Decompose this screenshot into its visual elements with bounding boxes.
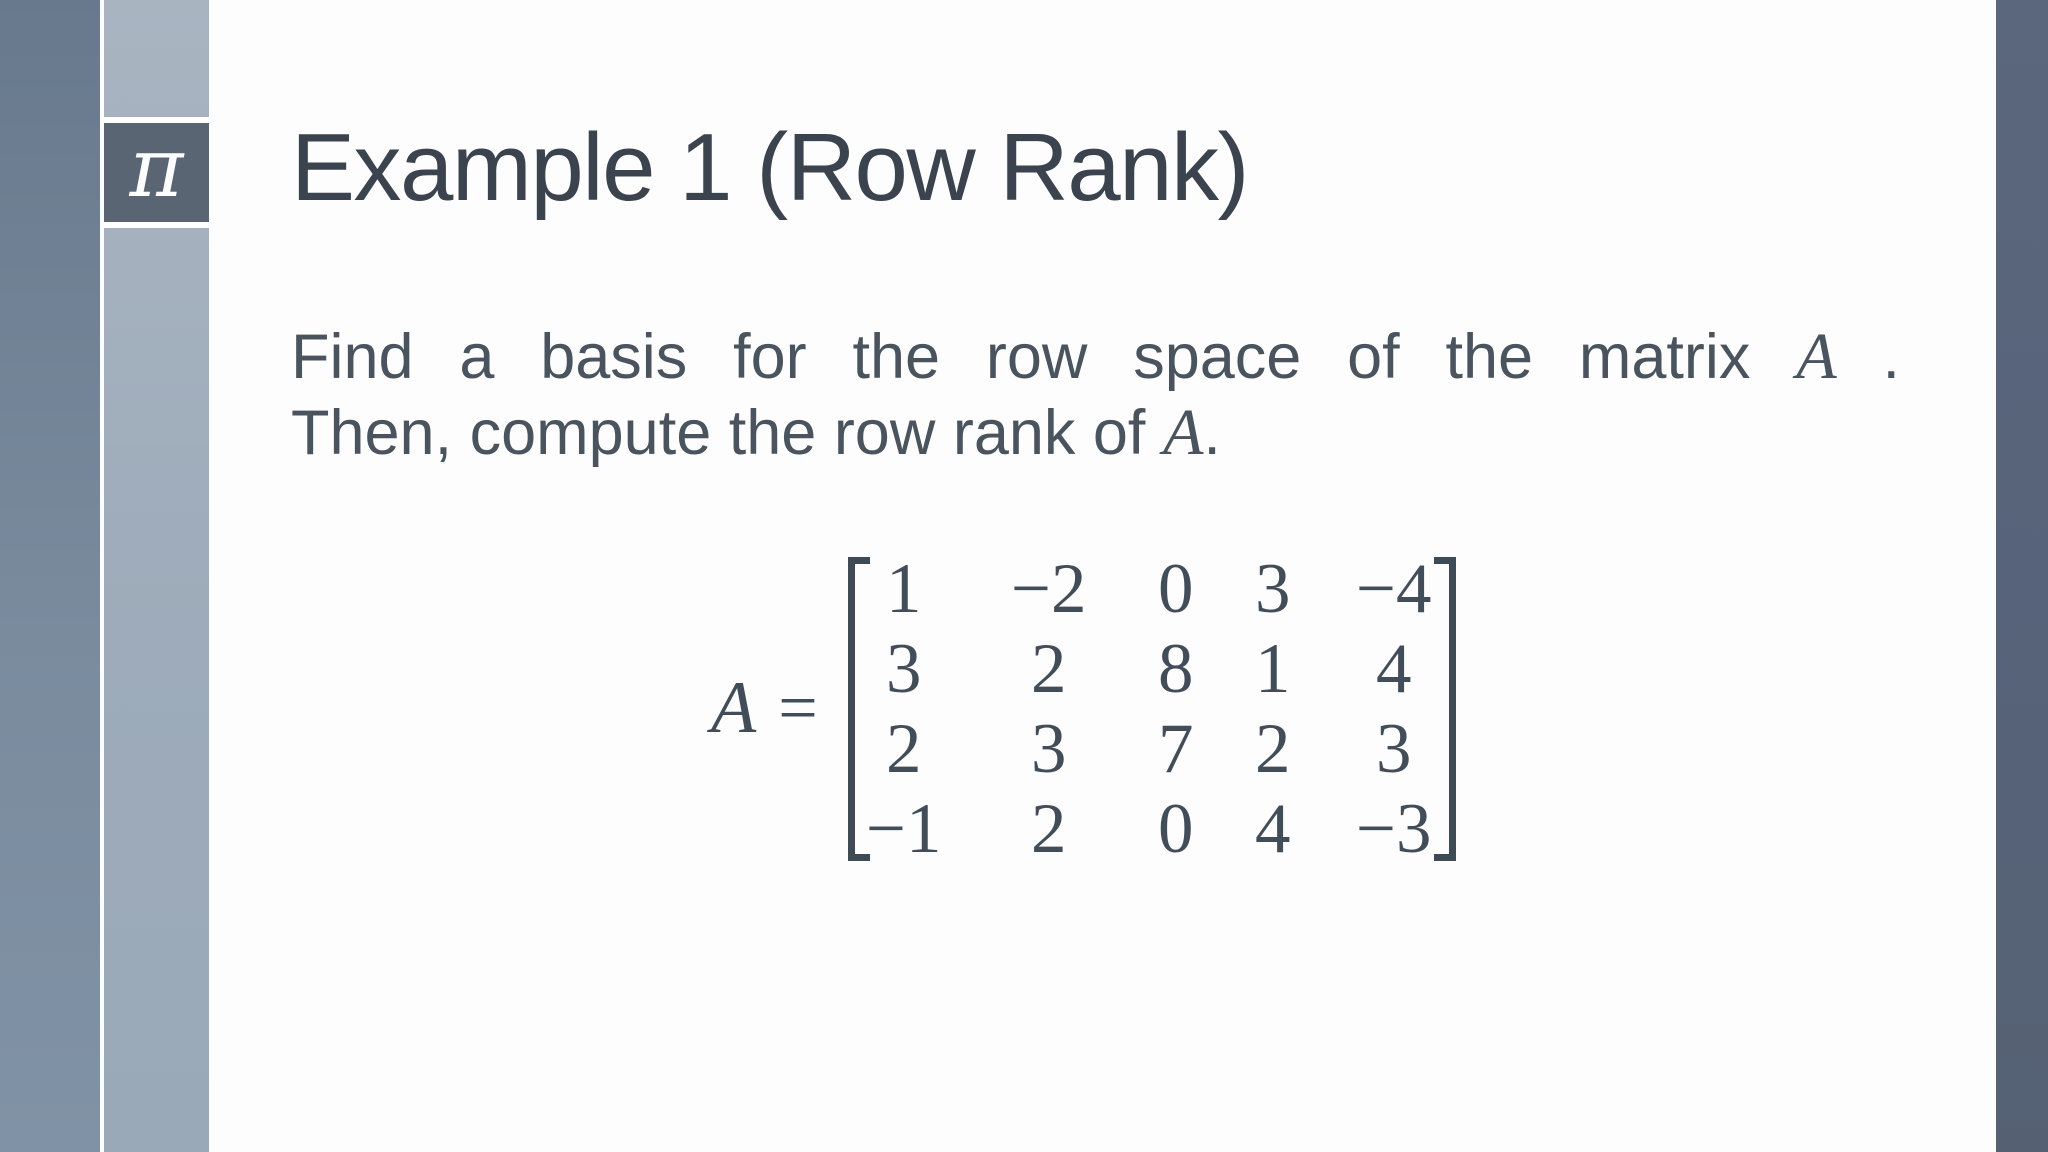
matrix-left-bracket (847, 556, 870, 861)
logo-box: π (104, 117, 209, 228)
matrix-cell-r3c2: 3 (1030, 709, 1067, 788)
slide-title: Example 1 (Row Rank) (291, 114, 1250, 221)
matrix-cell-r2c5: 4 (1375, 629, 1412, 708)
matrix-cell-r1c1: 1 (885, 549, 922, 628)
equation-lhs-variable: A (711, 667, 757, 750)
matrix-cell-r1c4: 3 (1254, 549, 1291, 628)
matrix-cell-r4c3: 0 (1157, 789, 1194, 868)
pi-logo-icon: π (129, 120, 184, 216)
matrix-cell-r2c1: 3 (885, 629, 922, 708)
matrix-cell-r3c1: 2 (885, 709, 922, 788)
matrix-cell-r1c2: −2 (1010, 549, 1087, 628)
matrix-cell-r4c5: −3 (1355, 789, 1432, 868)
matrix-cell-r4c4: 4 (1254, 789, 1291, 868)
matrix-cell-r3c3: 7 (1157, 709, 1194, 788)
math-variable-a: A (1162, 395, 1204, 469)
problem-line-1-text: Find a basis for the row space of the ma… (291, 321, 1751, 392)
math-variable-a: A (1796, 319, 1837, 393)
matrix-equation: A = 1 −2 0 3 −4 3 2 8 1 4 2 3 7 2 3 −1 2 (711, 549, 1900, 869)
matrix-cell-r1c5: −4 (1355, 549, 1432, 628)
problem-statement: Find a basis for the row space of the ma… (291, 319, 1900, 471)
problem-line-2-period: . (1203, 397, 1221, 468)
matrix-right-bracket (1433, 556, 1456, 861)
matrix-cell-r4c1: −1 (865, 789, 942, 868)
problem-line-2-text: Then, compute the row rank of (291, 397, 1146, 468)
right-accent-bar (1996, 0, 2048, 1152)
slide-content: Example 1 (Row Rank) Find a basis for th… (209, 0, 1996, 1152)
matrix-cell-r4c2: 2 (1030, 789, 1067, 868)
matrix-cell-r3c4: 2 (1254, 709, 1291, 788)
matrix-cell-r2c4: 1 (1254, 629, 1291, 708)
left-accent-bar (0, 0, 100, 1152)
matrix-cell-r2c3: 8 (1157, 629, 1194, 708)
matrix-cell-r1c3: 0 (1157, 549, 1194, 628)
matrix-cell-r2c2: 2 (1030, 629, 1067, 708)
matrix: 1 −2 0 3 −4 3 2 8 1 4 2 3 7 2 3 −1 2 0 4… (866, 549, 1434, 869)
problem-line-2: Then, compute the row rank of A. (291, 395, 1900, 471)
problem-line-1-period: . (1882, 321, 1900, 392)
problem-line-1: Find a basis for the row space of the ma… (291, 319, 1900, 395)
matrix-cell-r3c5: 3 (1375, 709, 1412, 788)
equals-sign: = (778, 669, 818, 747)
